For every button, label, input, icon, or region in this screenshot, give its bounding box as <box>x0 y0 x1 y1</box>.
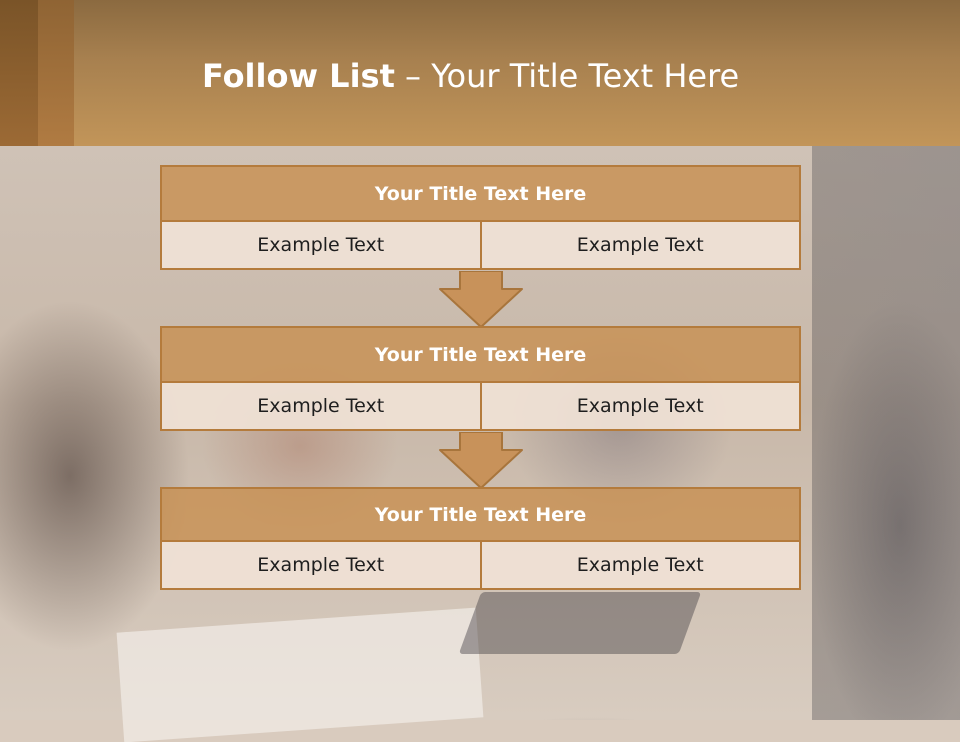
list-step-3: Your Title Text Here Example Text Exampl… <box>160 487 801 592</box>
step-cell-left: Example Text <box>160 542 482 590</box>
list-step-2: Your Title Text Here Example Text Exampl… <box>160 326 801 431</box>
down-arrow-icon <box>439 432 523 489</box>
header-band: Follow List – Your Title Text Here <box>0 0 960 146</box>
header-stripe <box>38 0 74 146</box>
step-row: Example Text Example Text <box>160 542 801 590</box>
step-cell-right: Example Text <box>481 222 801 270</box>
step-cell-left: Example Text <box>160 383 482 431</box>
list-step-1: Your Title Text Here Example Text Exampl… <box>160 165 801 270</box>
background-monitor <box>812 146 960 720</box>
down-arrow-icon <box>439 271 523 328</box>
step-title: Your Title Text Here <box>160 165 801 222</box>
slide-title-rest: – Your Title Text Here <box>394 57 740 95</box>
step-title: Your Title Text Here <box>160 487 801 542</box>
step-cell-right: Example Text <box>481 383 801 431</box>
step-title: Your Title Text Here <box>160 326 801 383</box>
step-row: Example Text Example Text <box>160 222 801 270</box>
header-stripe <box>0 0 38 146</box>
slide-title: Follow List – Your Title Text Here <box>202 56 739 96</box>
step-cell-left: Example Text <box>160 222 482 270</box>
step-row: Example Text Example Text <box>160 383 801 431</box>
step-cell-right: Example Text <box>481 542 801 590</box>
slide-title-bold: Follow List <box>202 57 395 95</box>
background-keyboard <box>458 592 702 654</box>
